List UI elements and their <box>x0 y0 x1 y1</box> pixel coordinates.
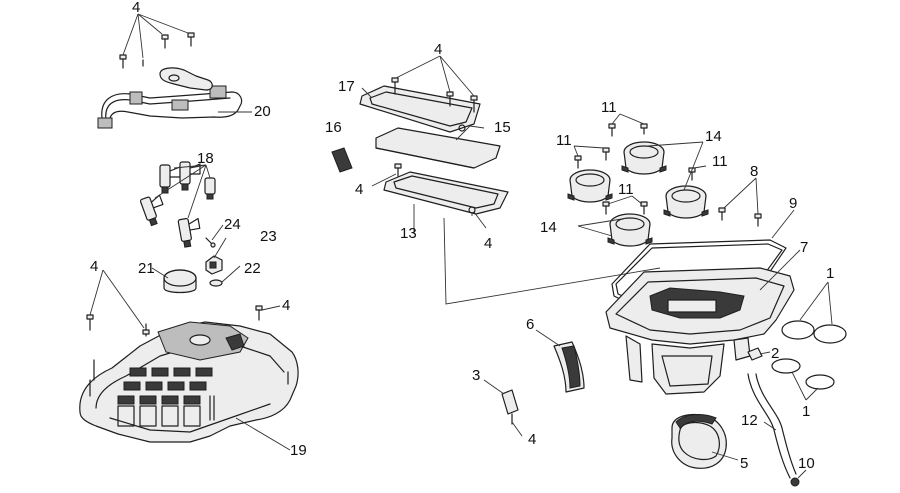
intake-boot[interactable] <box>607 213 653 247</box>
callout-20: 20 <box>254 103 271 120</box>
callout-7: 7 <box>800 239 808 256</box>
callout-24: 24 <box>224 216 241 233</box>
callout-22: 22 <box>244 260 261 277</box>
air-filter-15[interactable] <box>375 127 501 169</box>
callout-11-top: 11 <box>601 99 617 116</box>
intake-boot[interactable] <box>567 169 613 203</box>
airbox-lid-17[interactable] <box>359 85 481 133</box>
callout-10: 10 <box>798 455 815 472</box>
callout-11-mid: 11 <box>618 181 634 198</box>
callout-14-right: 14 <box>705 128 722 145</box>
callout-17: 17 <box>338 78 355 95</box>
hose-clamp-10[interactable] <box>790 477 800 487</box>
callout-13: 13 <box>400 225 417 242</box>
callout-23: 23 <box>260 228 277 245</box>
airbox-body-7[interactable] <box>605 267 795 395</box>
callout-8: 8 <box>750 163 758 180</box>
callout-4-bracket: 4 <box>528 431 536 448</box>
callout-21: 21 <box>138 260 155 277</box>
intake-duct-5[interactable] <box>671 413 727 469</box>
sensor-assembly[interactable] <box>205 237 223 287</box>
callout-9: 9 <box>789 195 797 212</box>
cover-ribs <box>117 367 213 427</box>
callout-16: 16 <box>325 119 342 136</box>
bracket-3[interactable] <box>501 389 519 425</box>
cap-21[interactable] <box>163 269 197 294</box>
gasket-plate-13[interactable] <box>383 163 509 215</box>
callout-4-airbox-left: 4 <box>355 181 363 198</box>
intake-boot[interactable] <box>663 185 709 219</box>
callout-4-cover-left: 4 <box>90 258 98 275</box>
filter-element-16[interactable] <box>331 147 353 173</box>
callout-4-top: 4 <box>132 0 140 16</box>
callout-1-top: 1 <box>826 265 834 282</box>
intake-boot[interactable] <box>621 141 667 175</box>
clip-2[interactable] <box>747 347 763 361</box>
callout-2: 2 <box>771 345 779 362</box>
callout-19: 19 <box>290 442 307 459</box>
callout-3: 3 <box>472 367 480 384</box>
callout-12: 12 <box>741 412 758 429</box>
bolt-group-top[interactable] <box>119 32 195 69</box>
callout-labels: 4 20 18 24 23 22 21 4 4 19 17 4 16 15 4 … <box>90 0 834 472</box>
fuel-injectors[interactable] <box>139 161 216 248</box>
drain-hose-12[interactable] <box>747 373 797 479</box>
lid-screws[interactable] <box>391 77 478 113</box>
callout-5: 5 <box>740 455 748 472</box>
cover-bolts[interactable] <box>86 305 263 337</box>
callout-11-right: 11 <box>712 153 728 170</box>
callout-14-left: 14 <box>540 219 557 236</box>
callout-4-airbox-right: 4 <box>484 235 492 252</box>
callout-1-bottom: 1 <box>802 403 810 420</box>
strap-6[interactable] <box>553 341 585 393</box>
engine-cover-19[interactable] <box>79 321 299 443</box>
fuel-rail-harness[interactable] <box>97 67 243 129</box>
screws-8[interactable] <box>718 207 762 227</box>
callout-4-airbox-top: 4 <box>434 41 442 58</box>
intake-boots-14[interactable] <box>567 141 709 247</box>
callout-4-cover-right: 4 <box>282 297 290 314</box>
callout-18: 18 <box>197 150 214 167</box>
callout-15: 15 <box>494 119 511 136</box>
callout-11-left: 11 <box>556 132 572 149</box>
o-rings-1[interactable] <box>771 320 847 390</box>
callout-6: 6 <box>526 316 534 333</box>
